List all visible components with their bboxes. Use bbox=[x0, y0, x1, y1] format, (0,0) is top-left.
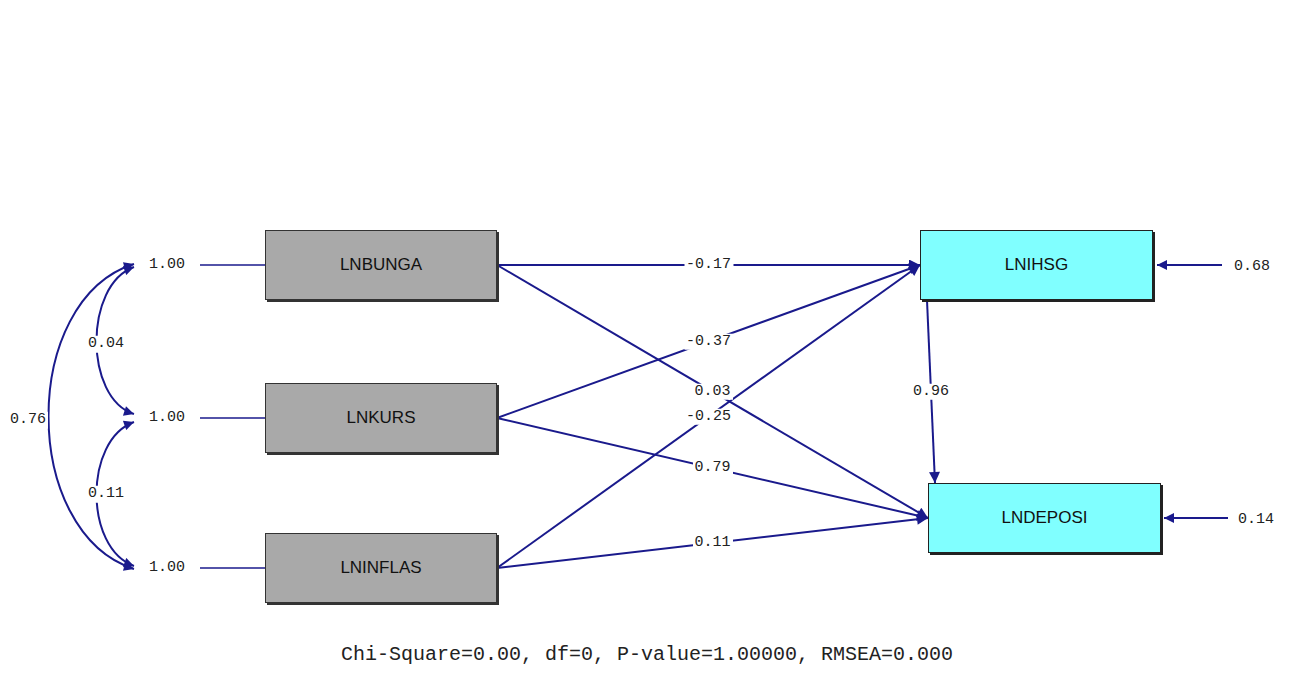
path-coefficient: 0.96 bbox=[911, 383, 951, 400]
path-arrow bbox=[497, 518, 928, 568]
variable-name: LNBUNGA bbox=[330, 255, 432, 275]
endogenous-box: LNDEPOSI bbox=[928, 483, 1161, 553]
exogenous-box: LNBUNGA bbox=[265, 230, 497, 300]
parameter-value: 0.14 bbox=[1236, 512, 1276, 529]
variable-name: LNDEPOSI bbox=[992, 508, 1098, 528]
parameter-value: 0.76 bbox=[8, 412, 48, 429]
parameter-value: 1.00 bbox=[147, 410, 187, 427]
parameter-value: 1.00 bbox=[147, 560, 187, 577]
path-arrow bbox=[497, 265, 920, 418]
path-coefficient: 0.79 bbox=[692, 460, 732, 477]
variable-name: LNKURS bbox=[337, 408, 426, 428]
exogenous-box: LNKURS bbox=[265, 383, 497, 453]
fit-statistics: Chi-Square=0.00, df=0, P-value=1.00000, … bbox=[339, 644, 955, 666]
variance-stub bbox=[200, 567, 265, 569]
error-arrow bbox=[1157, 264, 1222, 266]
error-arrow bbox=[1164, 517, 1228, 519]
path-coefficient: 0.11 bbox=[692, 535, 732, 552]
parameter-value: 0.11 bbox=[86, 486, 126, 503]
path-arrow bbox=[497, 418, 928, 518]
covariance-curve bbox=[49, 264, 135, 569]
path-coefficient: 0.03 bbox=[692, 383, 732, 400]
path-coefficient: -0.37 bbox=[684, 333, 733, 350]
exogenous-box: LNINFLAS bbox=[265, 533, 497, 603]
path-arrow bbox=[497, 265, 920, 568]
parameter-value: 0.04 bbox=[86, 336, 126, 353]
endogenous-box: LNIHSG bbox=[920, 230, 1153, 300]
path-coefficient: -0.17 bbox=[684, 257, 733, 274]
path-coefficient: -0.25 bbox=[684, 408, 733, 425]
variable-name: LNINFLAS bbox=[330, 558, 431, 578]
variable-name: LNIHSG bbox=[995, 255, 1078, 275]
parameter-value: 0.68 bbox=[1232, 259, 1272, 276]
path-arrow bbox=[497, 265, 928, 518]
variance-stub bbox=[200, 264, 265, 266]
variance-stub bbox=[200, 417, 265, 419]
parameter-value: 1.00 bbox=[147, 257, 187, 274]
